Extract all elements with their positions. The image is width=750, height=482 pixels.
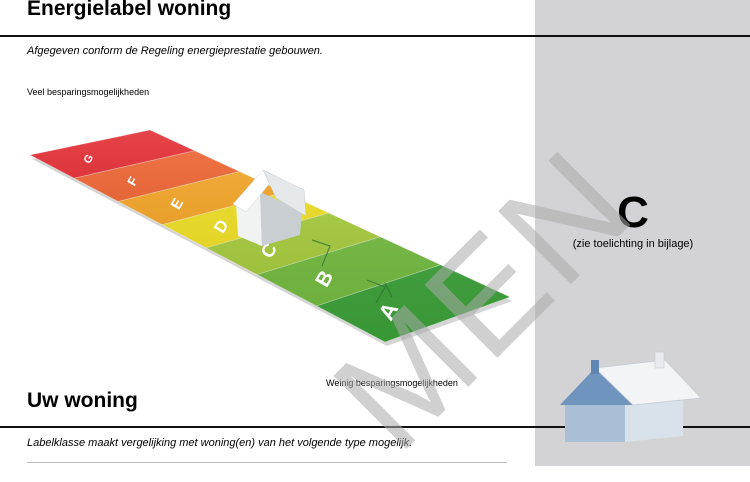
label-class-note: (zie toelichting in bijlage) (572, 238, 694, 250)
title-divider (0, 35, 750, 37)
label-class: C (617, 188, 649, 237)
section-subtitle: Labelklasse maakt vergelijking met wonin… (27, 437, 413, 449)
scale-top-label: Veel besparingsmogelijkheden (27, 87, 150, 97)
section-divider (0, 426, 750, 428)
section-title: Uw woning (27, 389, 138, 412)
scale-bottom-label: Weinig besparingsmogelijkheden (326, 378, 458, 388)
page-subtitle: Afgegeven conform de Regeling energiepre… (27, 45, 323, 57)
bottom-rule (27, 462, 507, 463)
house-icon (232, 169, 307, 246)
page-title: Energielabel woning (27, 0, 232, 20)
house-icon (560, 351, 702, 442)
